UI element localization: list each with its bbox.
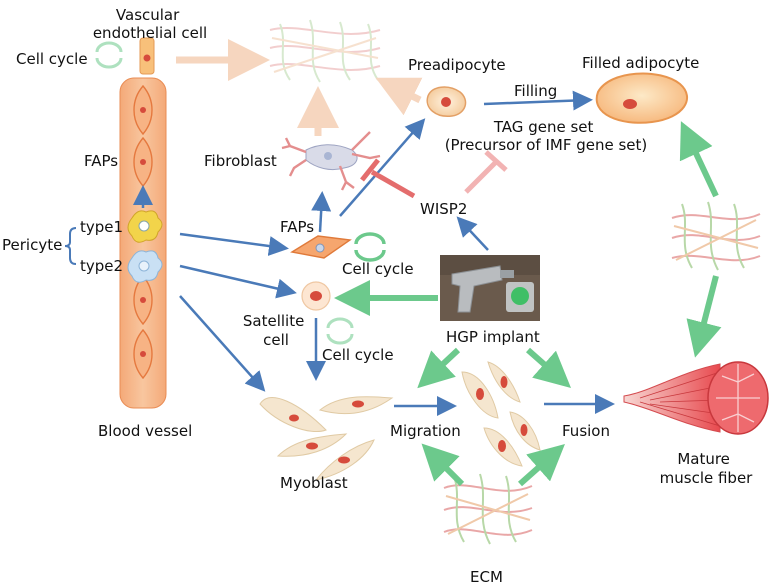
arrow-type1-to-faps	[179, 232, 289, 256]
satellite-cell	[301, 281, 331, 311]
myoblast-cell	[509, 411, 541, 451]
cell-cycle-label-satellite: Cell cycle	[322, 346, 394, 364]
arrow-filling	[483, 90, 593, 111]
fibroblast-label: Fibroblast	[204, 152, 277, 170]
arrow-ecm-to-fusion	[518, 444, 565, 487]
arrow-preadipocyte-to-ecm	[375, 77, 423, 116]
migrating-cells	[461, 361, 541, 467]
cell-cycle-icon	[354, 232, 386, 262]
myoblast-cell	[318, 396, 394, 415]
arrow-ecm-to-migration	[421, 443, 465, 487]
myoblast-cell	[276, 433, 348, 457]
vascular-endothelial-cell	[139, 37, 155, 75]
hgp-implant-photo	[440, 255, 540, 321]
myoblast-label: Myoblast	[280, 474, 348, 492]
hgp-implant-label: HGP implant	[446, 328, 540, 346]
wisp2-inhibition-to-faps	[360, 158, 416, 199]
myoblast-cell	[487, 361, 521, 403]
fibroblast-cell	[281, 131, 381, 191]
preadipocyte-cell	[426, 86, 467, 117]
filled-adipocyte-label: Filled adipocyte	[582, 54, 699, 72]
myoblast-cell	[483, 427, 523, 467]
ecm-mesh-right	[671, 201, 761, 271]
blood-vessel-label: Blood vessel	[98, 422, 192, 440]
pericyte-bracket	[64, 227, 77, 265]
mature-muscle-fiber	[623, 361, 769, 435]
pericyte-type1-cell	[127, 210, 163, 243]
cell-cycle-icon	[95, 41, 123, 69]
tag-gene-set-label: TAG gene set (Precursor of IMF gene set)	[445, 118, 648, 154]
cell-cycle-icon	[326, 317, 354, 345]
blood-vessel	[119, 77, 167, 409]
filled-adipocyte-cell	[595, 72, 688, 124]
arrow-vessel-to-myoblast	[179, 295, 266, 392]
green-arrows	[334, 121, 722, 487]
vessel-cell	[133, 136, 153, 188]
vessel-cell	[133, 274, 153, 326]
type2-label: type2	[80, 257, 123, 275]
arrow-hgp-to-migration	[417, 347, 461, 389]
faded-arrows	[176, 39, 423, 136]
satellite-cell-label: Satellite cell	[243, 312, 309, 349]
arrow-hgp-to-fusion	[526, 347, 571, 388]
wisp2-label: WISP2	[420, 200, 467, 218]
arrow-ecm-to-muscle	[686, 275, 722, 358]
myoblast-cell	[314, 439, 375, 481]
arrow-faps-to-preadipocyte	[339, 118, 426, 217]
ecm-mesh-top	[269, 19, 381, 83]
vascular-endothelial-cell-label: Vascular endothelial cell	[93, 6, 207, 42]
cell-cycle-label-vessel: Cell cycle	[16, 50, 88, 68]
ecm-mesh-bottom	[443, 473, 533, 545]
blue-arrows	[179, 90, 615, 416]
type1-label: type1	[80, 218, 123, 236]
arrow-type2-to-satellite	[179, 264, 297, 299]
pericyte-type2-cell	[127, 250, 163, 283]
cell-cycle-label-faps: Cell cycle	[342, 260, 414, 278]
myoblast-cell	[461, 371, 499, 419]
vessel-cell	[133, 84, 153, 136]
faps-label-center: FAPs	[280, 218, 314, 236]
mature-muscle-fiber-label: Mature muscle fiber	[660, 450, 754, 487]
wisp2-inhibition-to-tag	[464, 150, 508, 194]
fusion-label: Fusion	[562, 422, 610, 440]
pericyte-label: Pericyte	[2, 236, 62, 254]
ecm-label: ECM	[470, 568, 503, 586]
vessel-cell	[133, 328, 153, 380]
faps-cell	[290, 235, 352, 259]
myoblast-cluster	[259, 396, 394, 481]
migration-label: Migration	[390, 422, 461, 440]
faps-label-vessel: FAPs	[84, 152, 118, 170]
arrow-ecm-to-adipocyte	[679, 121, 719, 198]
filling-label: Filling	[514, 82, 557, 100]
preadipocyte-label: Preadipocyte	[408, 56, 506, 74]
arrow-faps-to-fibroblast	[311, 191, 332, 233]
myoblast-cell	[259, 397, 327, 432]
arrow-hgp-to-wisp2	[456, 216, 489, 251]
